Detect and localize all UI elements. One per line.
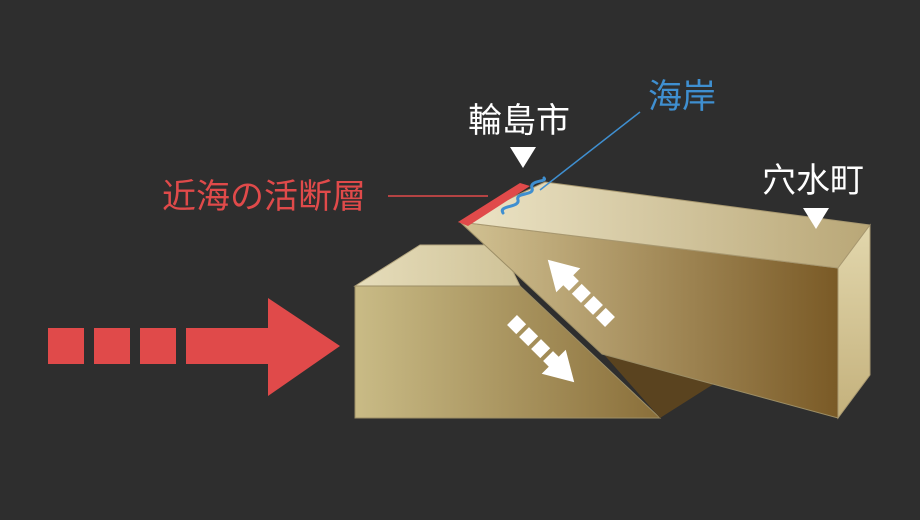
push-arrow-icon [48, 298, 340, 396]
coast-leader-line [539, 111, 641, 191]
wajima-city-label: 輪島市 [468, 101, 570, 141]
offshore-fault-label: 近海の活断層 [162, 177, 366, 217]
downslip-arrow-icon [507, 315, 575, 383]
left-block-shadow-face [600, 350, 720, 418]
right-block-side [837, 223, 871, 420]
anamizu-town-label: 穴水町 [762, 161, 864, 201]
wajima-pointer-icon [510, 147, 536, 168]
anamizu-pointer-icon [803, 208, 829, 229]
coastline [500, 176, 547, 215]
fault-scarp [458, 183, 530, 226]
coast-label: 海岸 [648, 77, 716, 117]
uplift-arrow-icon [547, 259, 615, 327]
